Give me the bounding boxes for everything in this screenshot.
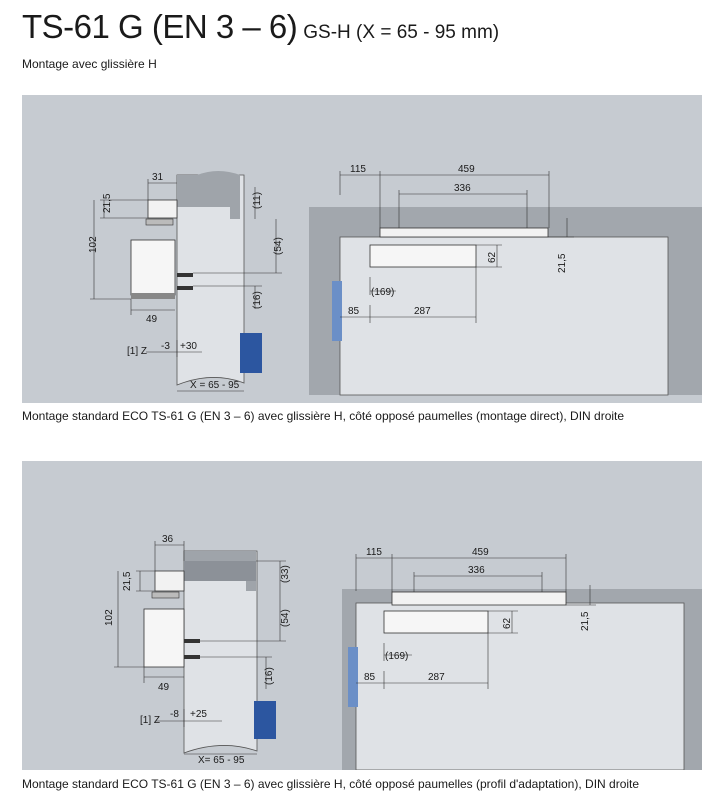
screw-top bbox=[184, 639, 200, 643]
z-minus: -8 bbox=[170, 709, 179, 720]
slide-rail bbox=[154, 570, 185, 592]
dim-front-85: 85 bbox=[364, 672, 376, 683]
x-range: X = 65 - 95 bbox=[190, 380, 240, 391]
dim-front-62: 62 bbox=[502, 617, 513, 629]
product-variant: GS-H (X = 65 - 95 mm) bbox=[303, 22, 500, 43]
dim-front-62: 62 bbox=[487, 251, 498, 263]
dim-side-ref-54: (54) bbox=[273, 237, 284, 255]
dim-front-85: 85 bbox=[348, 306, 360, 317]
figure-1-drawing: 31 21,5 102 (11) (54) (16) 49 [1] Z -3 +… bbox=[88, 164, 702, 396]
dim-front-115: 115 bbox=[366, 547, 382, 558]
dim-front-459: 459 bbox=[458, 164, 475, 175]
figure-1-panel: 31 21,5 102 (11) (54) (16) 49 [1] Z -3 +… bbox=[22, 95, 702, 403]
closer-front bbox=[369, 244, 477, 268]
dim-front-287: 287 bbox=[414, 306, 431, 317]
frame-section bbox=[177, 175, 240, 219]
dim-side-ref-54: (54) bbox=[280, 609, 291, 627]
product-title: TS-61 G (EN 3 – 6) bbox=[22, 8, 298, 45]
dim-side-ref-33: (33) bbox=[280, 565, 291, 583]
closer-base bbox=[131, 293, 175, 299]
z-minus: -3 bbox=[161, 341, 170, 352]
dim-front-459: 459 bbox=[472, 547, 489, 558]
dim-side-ref-16: (16) bbox=[264, 667, 275, 685]
screw-bottom bbox=[184, 655, 200, 659]
page-subtitle: Montage avec glissière H bbox=[22, 57, 157, 71]
side-view: 31 21,5 102 (11) (54) (16) 49 [1] Z -3 +… bbox=[88, 171, 284, 392]
hinge-blue bbox=[254, 701, 276, 739]
closer-front bbox=[383, 610, 489, 634]
figure-2-panel: 36 21,5 102 (33) (54) (16) 49 [1] Z -8 +… bbox=[22, 461, 702, 770]
dim-side-total-height: 102 bbox=[104, 609, 115, 626]
z-plus: +30 bbox=[180, 341, 197, 352]
slide-rail bbox=[147, 199, 178, 219]
dim-side-top-width: 31 bbox=[152, 172, 164, 183]
dim-side-top-width: 36 bbox=[162, 534, 174, 545]
z-plus: +25 bbox=[190, 709, 207, 720]
dim-side-base-width: 49 bbox=[158, 682, 170, 693]
hinge-blue bbox=[240, 333, 262, 373]
door-leaf-section bbox=[176, 174, 245, 386]
screw-top bbox=[177, 273, 193, 277]
dim-front-336: 336 bbox=[454, 183, 471, 194]
dim-side-total-height: 102 bbox=[88, 236, 99, 253]
dim-front-287: 287 bbox=[428, 672, 445, 683]
dim-front-336: 336 bbox=[468, 565, 485, 576]
spindle-head bbox=[145, 218, 174, 226]
dim-front-115: 115 bbox=[350, 164, 366, 175]
adaptation-profile bbox=[184, 561, 256, 581]
screw-bottom bbox=[177, 286, 193, 290]
dim-side-top-height: 21,5 bbox=[122, 571, 133, 591]
z-reference: [1] Z bbox=[140, 715, 160, 726]
figure-1-caption: Montage standard ECO TS-61 G (EN 3 – 6) … bbox=[22, 409, 625, 423]
dim-side-base-width: 49 bbox=[146, 314, 158, 325]
closer-body bbox=[130, 239, 176, 296]
hinge-front bbox=[332, 281, 342, 341]
dim-side-top-height: 21,5 bbox=[102, 193, 113, 213]
side-view: 36 21,5 102 (33) (54) (16) 49 [1] Z -8 +… bbox=[104, 534, 291, 766]
slide-rail-front bbox=[379, 227, 549, 238]
spindle-head bbox=[151, 591, 180, 599]
closer-body bbox=[143, 608, 185, 668]
front-view: 115 459 336 62 21,5 (169) 85 287 bbox=[342, 547, 702, 770]
dim-side-ref-11: (11) bbox=[252, 192, 263, 209]
z-reference: [1] Z bbox=[127, 346, 147, 357]
x-range: X= 65 - 95 bbox=[198, 755, 245, 766]
hinge-front bbox=[348, 647, 358, 707]
dim-front-21-5: 21,5 bbox=[580, 611, 591, 631]
slide-rail-front bbox=[391, 591, 567, 606]
dim-side-ref-16: (16) bbox=[252, 291, 263, 309]
door-leaf-section bbox=[183, 550, 258, 754]
figure-2-caption: Montage standard ECO TS-61 G (EN 3 – 6) … bbox=[22, 777, 640, 791]
frame-top-curve bbox=[177, 171, 240, 187]
dim-front-169: (169) bbox=[371, 287, 394, 298]
front-view: 115 459 336 62 21,5 (169) 85 287 bbox=[309, 164, 702, 396]
figure-2-drawing: 36 21,5 102 (33) (54) (16) 49 [1] Z -8 +… bbox=[104, 534, 702, 770]
page-title: TS-61 G (EN 3 – 6)GS-H (X = 65 - 95 mm) bbox=[22, 8, 499, 46]
dim-front-169: (169) bbox=[385, 651, 408, 662]
dim-front-21-5: 21,5 bbox=[557, 253, 568, 273]
